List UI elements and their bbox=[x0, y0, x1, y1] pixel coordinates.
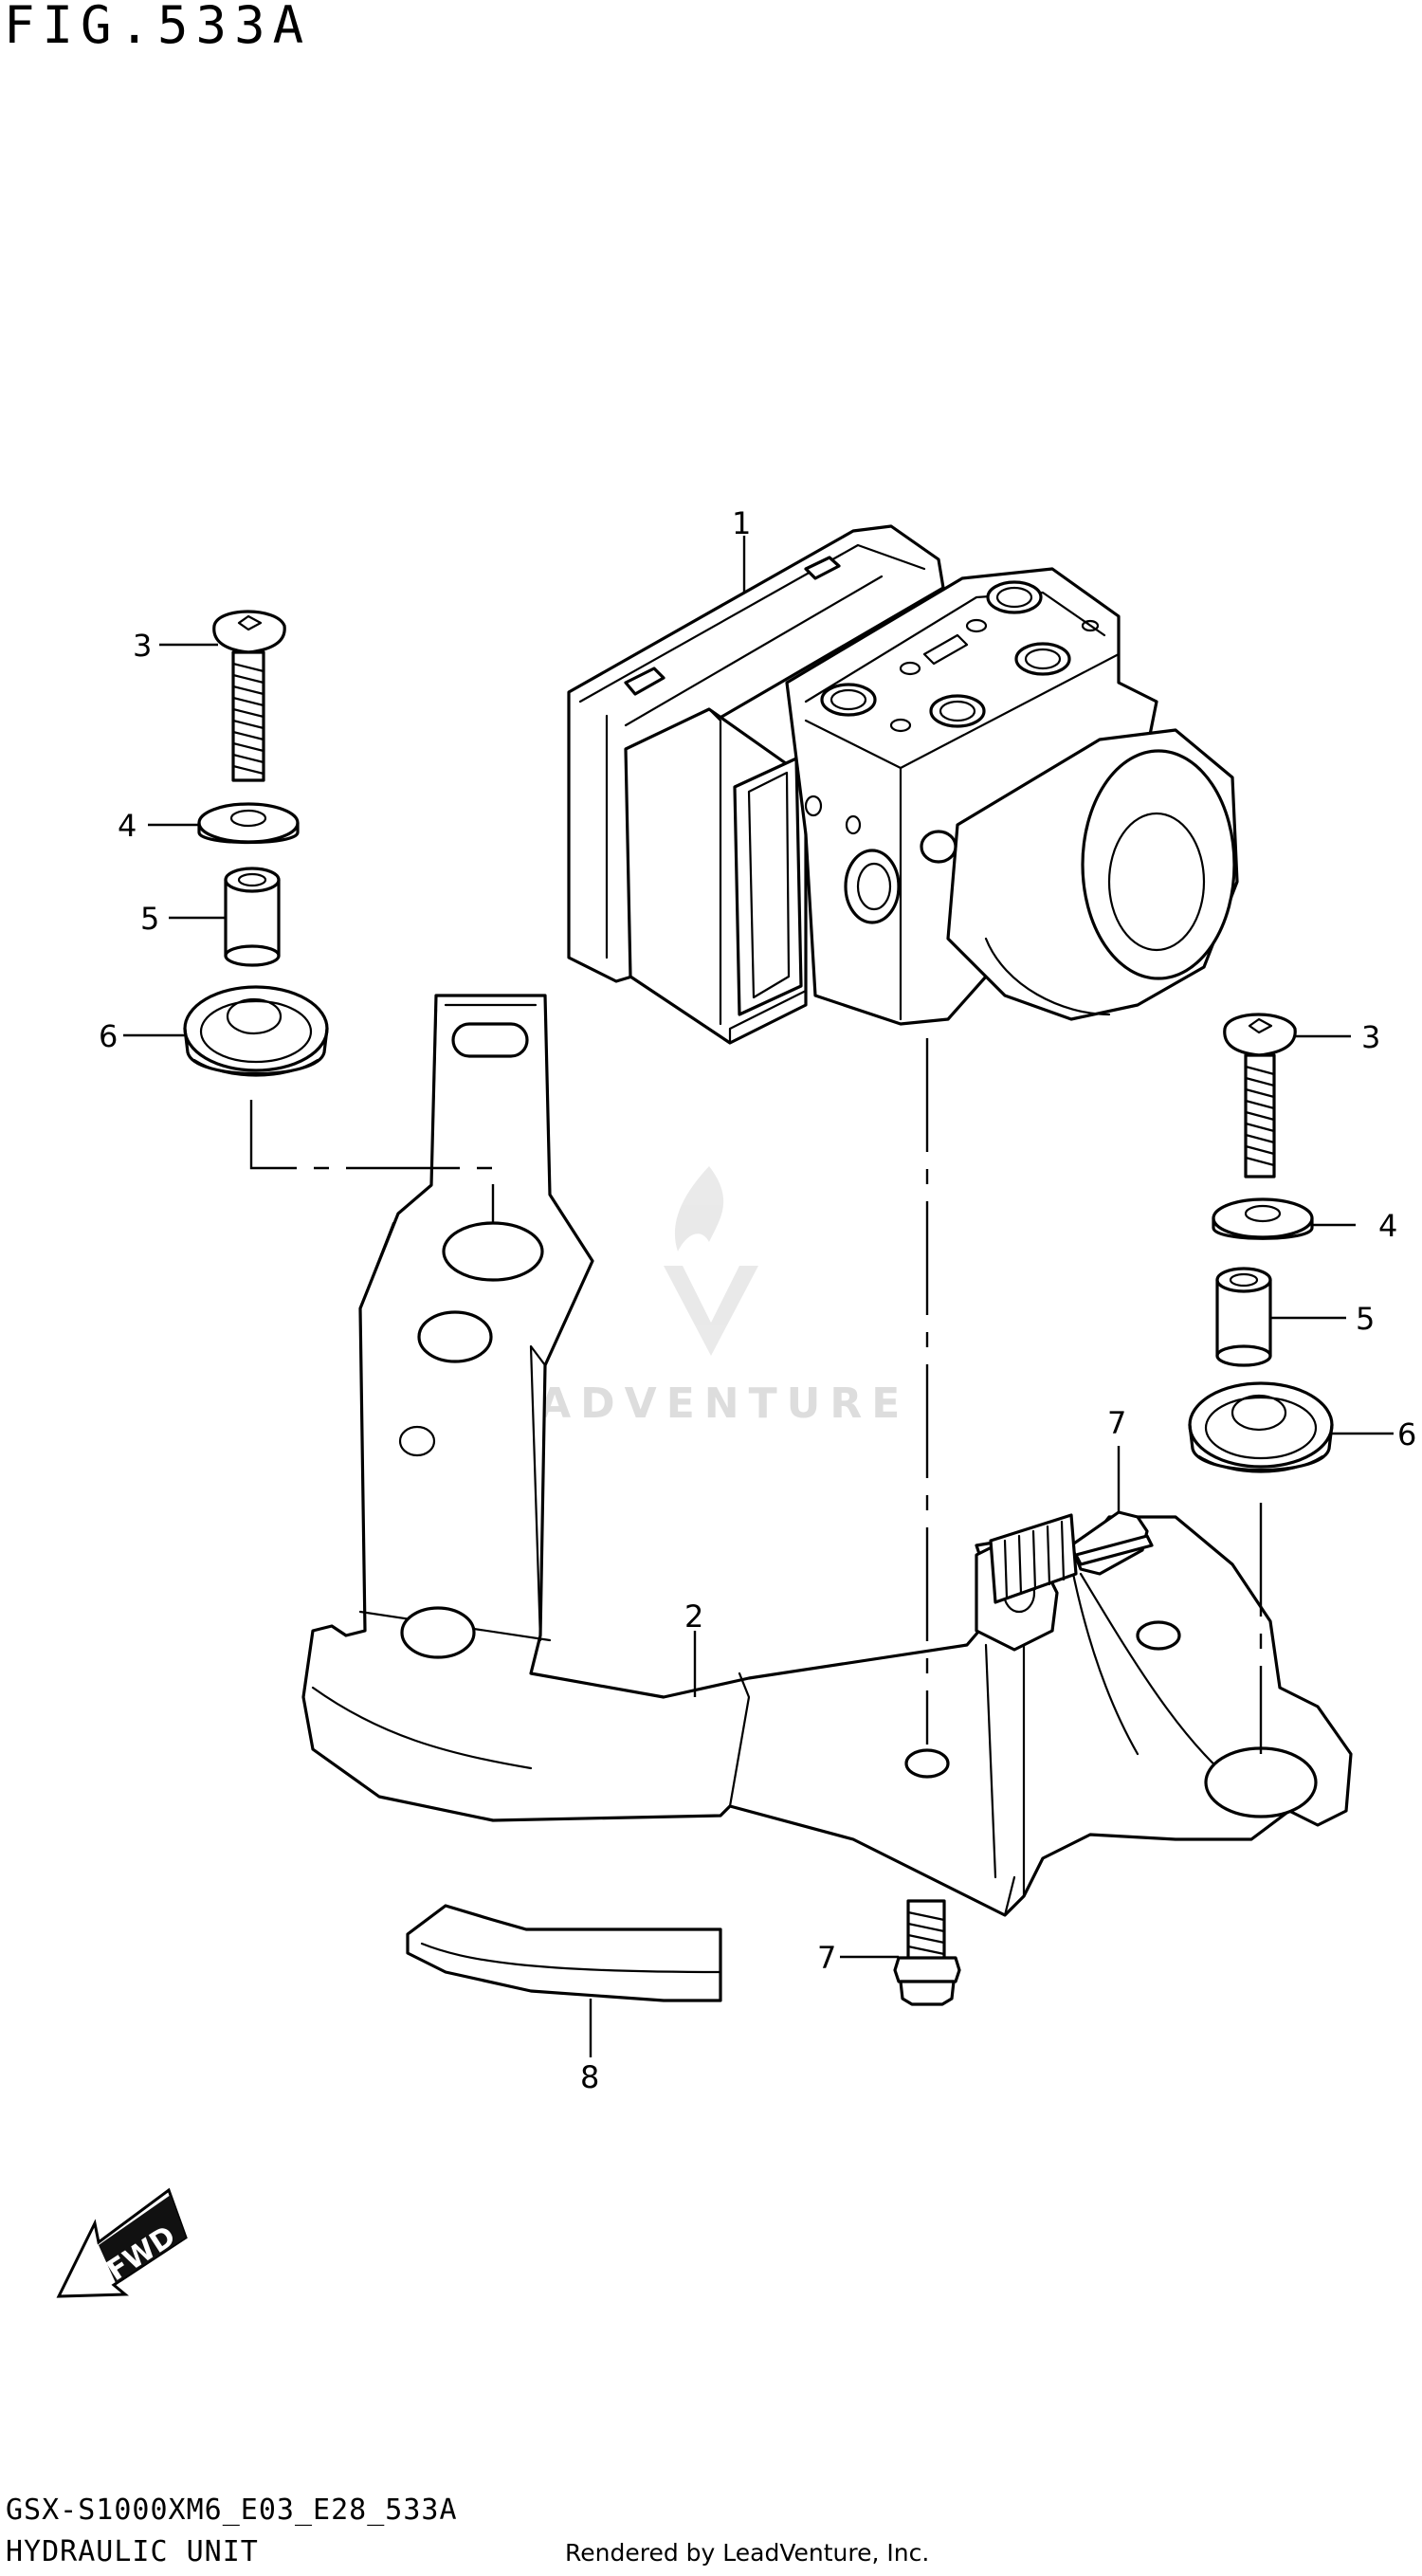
screw-part-right[interactable] bbox=[1223, 1013, 1297, 1178]
grommet-part-left[interactable] bbox=[183, 985, 329, 1077]
collar-part-right[interactable] bbox=[1215, 1267, 1272, 1367]
screw-part-left[interactable] bbox=[212, 610, 286, 782]
callout-5-right: 5 bbox=[1356, 1301, 1375, 1337]
callout-7-lower: 7 bbox=[817, 1940, 836, 1976]
washer-part-right[interactable] bbox=[1212, 1197, 1314, 1240]
callout-6-left: 6 bbox=[99, 1018, 118, 1054]
callout-4-left: 4 bbox=[118, 808, 137, 844]
assembly-line-left bbox=[249, 1100, 495, 1223]
grommet-part-right[interactable] bbox=[1188, 1381, 1334, 1473]
callout-1: 1 bbox=[732, 505, 751, 541]
callout-4-right: 4 bbox=[1378, 1208, 1397, 1244]
callout-3-left: 3 bbox=[133, 628, 152, 664]
diagram-name: HYDRAULIC UNIT bbox=[6, 2535, 259, 2568]
callout-5-left: 5 bbox=[140, 901, 159, 937]
callout-6-right: 6 bbox=[1397, 1416, 1416, 1452]
callout-8: 8 bbox=[580, 2059, 599, 2095]
bolt-part-lower[interactable] bbox=[893, 1899, 961, 2006]
callout-3-right: 3 bbox=[1361, 1019, 1380, 1055]
bolt-part-upper[interactable] bbox=[989, 1510, 1154, 1604]
hydraulic-unit-part[interactable] bbox=[567, 524, 1239, 1045]
callout-7-upper: 7 bbox=[1107, 1405, 1126, 1441]
watermark-logo-icon bbox=[664, 1166, 758, 1356]
pad-part[interactable] bbox=[406, 1904, 722, 2002]
bracket-part[interactable] bbox=[301, 994, 1353, 1917]
figure-title: FIG.533A bbox=[4, 0, 312, 55]
callout-2: 2 bbox=[684, 1599, 703, 1635]
rendered-by-credit: Rendered by LeadVenture, Inc. bbox=[565, 2539, 930, 2567]
washer-part-left[interactable] bbox=[197, 802, 300, 845]
fwd-arrow-icon: FWD bbox=[56, 2187, 188, 2298]
diagram-code: GSX-S1000XM6_E03_E28_533A bbox=[6, 2494, 458, 2527]
collar-part-left[interactable] bbox=[224, 867, 281, 967]
